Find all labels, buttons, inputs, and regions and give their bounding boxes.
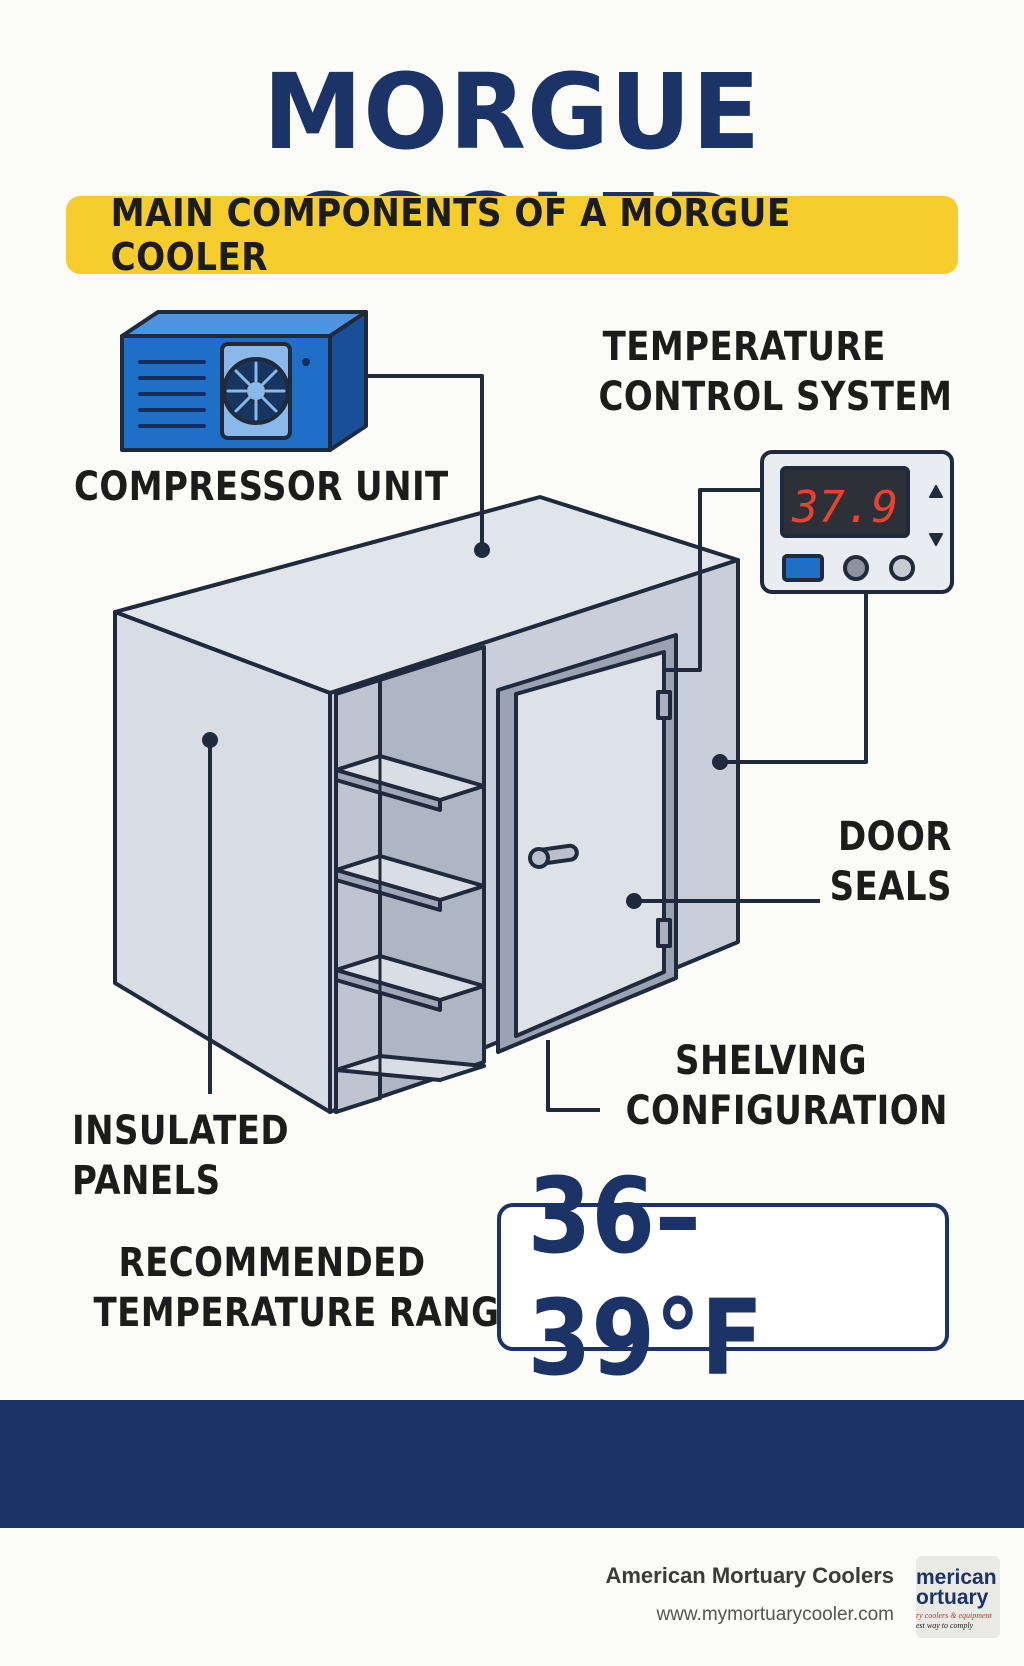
- footer-bar: [0, 1400, 1024, 1528]
- subtitle-banner: MAIN COMPONENTS OF A MORGUE COOLER: [66, 191, 958, 279]
- logo-text-line2: ortuary: [916, 1586, 989, 1609]
- compressor-label: COMPRESSOR UNIT: [74, 464, 449, 510]
- temperature-range-value: 36–39°F: [527, 1155, 764, 1399]
- door-seals-label: DOOR SEALS: [829, 814, 952, 910]
- wall-leader-line: [722, 592, 868, 764]
- shelving-leader-line: [546, 1040, 600, 1112]
- thermostat-display-value: 37.9: [791, 482, 898, 533]
- cooler-body: [113, 495, 740, 1114]
- wall-marker-dot: [712, 754, 728, 770]
- logo-text-line1: merican: [916, 1566, 997, 1589]
- thermostat-leader-line: [666, 488, 762, 672]
- recommended-range-label: RECOMMENDED TEMPERATURE RANGE: [93, 1240, 524, 1336]
- company-url[interactable]: www.mymortuarycooler.com: [656, 1604, 894, 1625]
- shelving-label: SHELVING CONFIGURATION: [625, 1038, 948, 1134]
- temperature-range-box: 36–39°F: [497, 1155, 949, 1399]
- thermostat-icon: [760, 450, 954, 594]
- company-name: American Mortuary Coolers: [605, 1563, 894, 1588]
- door-marker-dot: [626, 893, 642, 909]
- company-logo: merican ortuary ry coolers & equipment e…: [916, 1556, 1000, 1638]
- compressor-marker-dot: [474, 542, 490, 558]
- panel-marker-dot: [202, 732, 218, 748]
- temperature-control-label: TEMPERATURE CONTROL SYSTEM: [598, 324, 952, 420]
- logo-text-line3: ry coolers & equipment: [916, 1611, 992, 1620]
- footer: [0, 1528, 1024, 1666]
- compressor-leader-line: [366, 374, 484, 548]
- insulated-panels-label: INSULATED PANELS: [72, 1108, 290, 1204]
- subtitle-text: MAIN COMPONENTS OF A MORGUE COOLER: [110, 191, 791, 279]
- logo-text-line4: est way to comply: [916, 1621, 974, 1630]
- cooler-diagram: 37.9: [113, 310, 954, 1114]
- compressor-unit-icon: [120, 310, 368, 452]
